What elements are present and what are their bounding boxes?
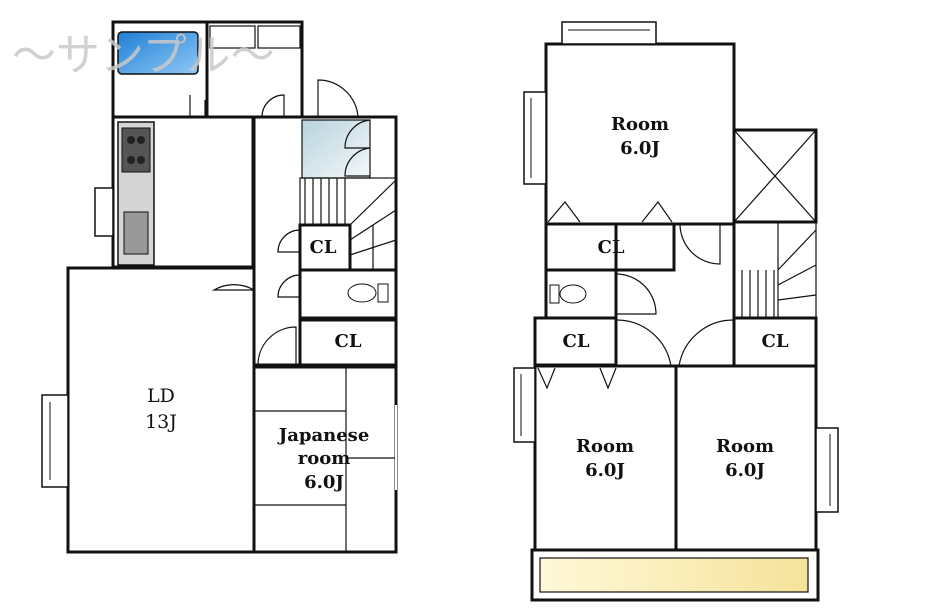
room-top-label: Room: [611, 114, 669, 135]
toilet-1f: [298, 268, 398, 322]
japanese-room-label-2: room: [298, 448, 351, 469]
closet-label-2f-left: CL: [563, 331, 590, 352]
room-top-window: [561, 21, 657, 45]
balcony-floor: [539, 557, 809, 593]
closet-label-2f-right: CL: [762, 331, 789, 352]
toilet-bowl-1f: [347, 283, 377, 303]
first-floor: [41, 20, 398, 554]
second-floor: [513, 21, 839, 602]
room-top-side-window: [523, 91, 547, 185]
room-left: [533, 364, 678, 552]
japanese-room-label-1: Japanese: [277, 425, 370, 446]
closet-label-1f-a: CL: [310, 237, 337, 258]
room-top-size: 6.0J: [620, 138, 660, 159]
ld-size: 13J: [145, 411, 177, 433]
room-left-label: Room: [576, 436, 634, 457]
japanese-room-size: 6.0J: [304, 472, 344, 493]
stove: [121, 127, 151, 173]
wash-area: [301, 119, 371, 179]
kitchen-window: [94, 187, 114, 237]
room-left-window: [513, 367, 536, 443]
room-right-label: Room: [716, 436, 774, 457]
living-dining: [66, 266, 256, 554]
staircase-2f: [733, 221, 817, 319]
toilet-bowl-2f: [559, 284, 587, 304]
ld-window: [41, 394, 69, 488]
sink: [123, 211, 149, 255]
room-right: [674, 364, 818, 552]
closet-label-1f-b: CL: [335, 331, 362, 352]
watermark: 〜サンプル〜: [12, 30, 275, 81]
ld-label: LD: [147, 385, 175, 407]
room-right-size: 6.0J: [725, 460, 765, 481]
room-right-window: [815, 427, 839, 513]
room-left-size: 6.0J: [585, 460, 625, 481]
closet-label-2f-top: CL: [598, 237, 625, 258]
bathtub: [117, 31, 199, 75]
